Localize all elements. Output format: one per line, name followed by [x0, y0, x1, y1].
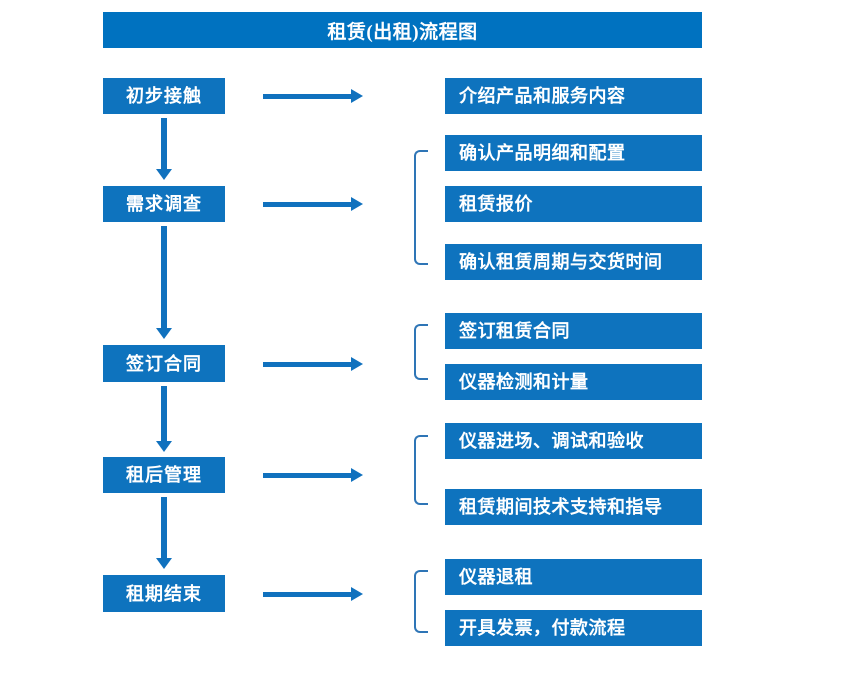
down-arrow-icon-3: [156, 386, 172, 452]
stage-box-签订合同[interactable]: 签订合同: [103, 345, 225, 382]
detail-box-介绍产品和服务内容[interactable]: 介绍产品和服务内容: [445, 78, 702, 114]
down-arrow-icon-4: [156, 497, 172, 569]
detail-box-仪器退租[interactable]: 仪器退租: [445, 559, 702, 595]
right-arrow-icon-2: [263, 197, 363, 211]
group-bracket-签订合同: [414, 324, 428, 380]
detail-box-签订租赁合同[interactable]: 签订租赁合同: [445, 313, 702, 349]
group-bracket-租后管理: [414, 435, 428, 505]
down-arrow-icon-1: [156, 118, 172, 180]
stage-box-需求调查[interactable]: 需求调查: [103, 186, 225, 222]
stage-box-租后管理[interactable]: 租后管理: [103, 457, 225, 493]
stage-box-租期结束[interactable]: 租期结束: [103, 575, 225, 612]
stage-box-初步接触[interactable]: 初步接触: [103, 78, 225, 114]
detail-box-确认产品明细和配置[interactable]: 确认产品明细和配置: [445, 135, 702, 171]
detail-box-开具发票付款流程[interactable]: 开具发票，付款流程: [445, 610, 702, 646]
down-arrow-icon-2: [156, 226, 172, 339]
right-arrow-icon-3: [263, 357, 363, 371]
detail-box-仪器检测和计量[interactable]: 仪器检测和计量: [445, 364, 702, 400]
detail-box-租赁期间技术支持和指导[interactable]: 租赁期间技术支持和指导: [445, 489, 702, 525]
right-arrow-icon-1: [263, 89, 363, 103]
detail-box-仪器进场调试和验收[interactable]: 仪器进场、调试和验收: [445, 423, 702, 459]
detail-box-确认租赁周期与交货时间[interactable]: 确认租赁周期与交货时间: [445, 244, 702, 280]
group-bracket-需求调查: [414, 150, 428, 265]
right-arrow-icon-4: [263, 468, 363, 482]
right-arrow-icon-5: [263, 587, 363, 601]
group-bracket-租期结束: [414, 570, 428, 633]
diagram-title: 租赁(出租)流程图: [103, 12, 702, 48]
detail-box-租赁报价[interactable]: 租赁报价: [445, 186, 702, 222]
